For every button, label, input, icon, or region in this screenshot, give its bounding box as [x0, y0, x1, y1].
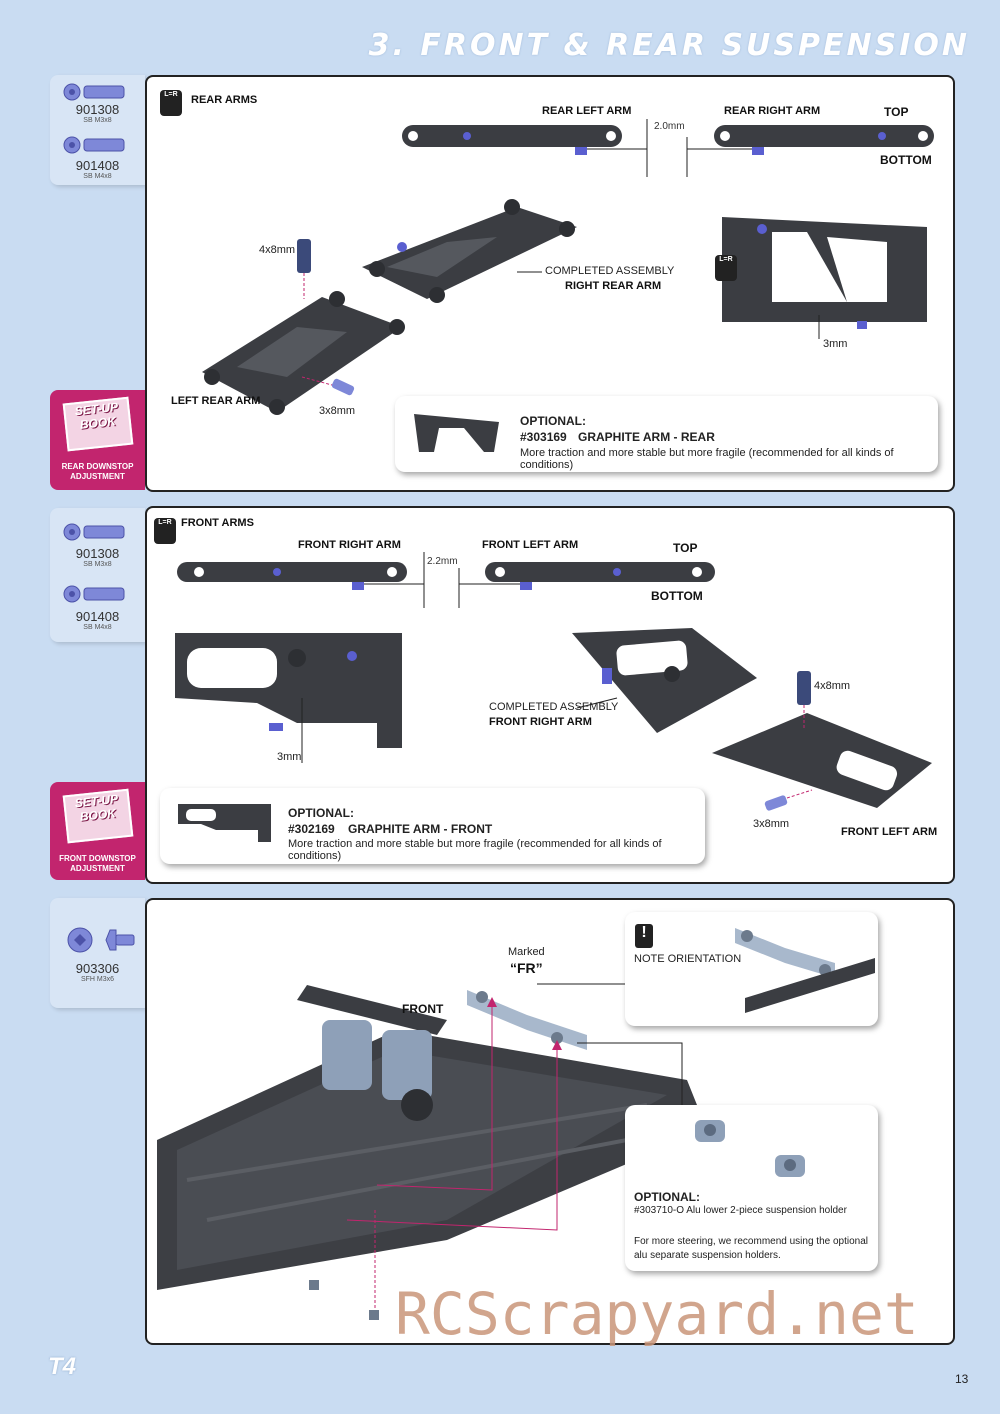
rear-left-arm-label: REAR LEFT ARM: [542, 105, 632, 117]
bottom-label: BOTTOM: [880, 153, 932, 167]
part-desc: SB M3x8: [83, 561, 112, 568]
setup-label: REAR DOWNSTOP ADJUSTMENT: [61, 462, 134, 481]
dimension-3x8: 3x8mm: [753, 818, 790, 830]
parts-tab-holder: 903306 SFH M3x6: [50, 898, 145, 1008]
page-number: 13: [955, 1372, 969, 1386]
front-arms-panel: L=R FRONT ARMS FRONT RIGHT ARM FRONT LEF…: [145, 506, 955, 884]
part-desc: SB M4x8: [83, 624, 112, 631]
right-rear-arm-label: RIGHT REAR ARM: [565, 280, 662, 292]
part-desc: SB M3x8: [83, 117, 112, 124]
front-label: FRONT: [402, 1002, 444, 1016]
holder-panel: Marked “FR” FRONT ! NOTE ORIENTATION OPT…: [145, 898, 955, 1345]
dimension-3: 3mm: [823, 338, 848, 350]
graphite-arm-icon: [178, 804, 271, 842]
bottom-label: BOTTOM: [651, 589, 703, 603]
rear-right-arm-label: REAR RIGHT ARM: [724, 105, 821, 117]
optional-text: More traction and more stable but more f…: [288, 838, 662, 862]
l-equals-r-icon: L=R: [154, 518, 176, 544]
page-title: 3. FRONT & REAR SUSPENSION: [368, 28, 970, 63]
setup-book-rear: SET-UP BOOK REAR DOWNSTOP ADJUSTMENT: [50, 390, 145, 490]
exclamation-icon: !: [635, 924, 653, 948]
front-right-arm-label: FRONT RIGHT ARM: [489, 716, 592, 728]
l-equals-r-icon: L=R: [715, 255, 737, 281]
t4-logo: T4: [48, 1353, 77, 1380]
section-title: FRONT ARMS: [181, 517, 254, 529]
optional-part-number: #303169: [520, 430, 567, 444]
front-left-arm-label: FRONT LEFT ARM: [841, 826, 938, 838]
optional-callout-holder: OPTIONAL: #303710-O Alu lower 2-piece su…: [625, 1105, 878, 1271]
top-label: TOP: [884, 105, 909, 119]
front-left-arm-label: FRONT LEFT ARM: [482, 539, 579, 551]
part-number: 901408: [75, 609, 120, 624]
fr-marking: “FR”: [510, 960, 543, 976]
section-title: REAR ARMS: [191, 94, 258, 106]
screw-icons: [63, 83, 125, 154]
dimension-4x8: 4x8mm: [259, 244, 296, 256]
optional-heading: OPTIONAL:: [520, 414, 586, 428]
parts-tab-front: 901308 SB M3x8 901408 SB M4x8: [50, 508, 145, 642]
left-rear-arm-label: LEFT REAR ARM: [171, 395, 261, 407]
top-label: TOP: [673, 541, 698, 555]
gap-dimension: 2.0mm: [654, 121, 685, 132]
part-desc: SFH M3x6: [80, 976, 115, 983]
holder-belt-drawing: [735, 928, 875, 1013]
optional-text: For more steering, we recommend using th…: [634, 1236, 869, 1261]
note-callout: ! NOTE ORIENTATION: [625, 912, 878, 1026]
gap-dimension: 2.2mm: [427, 556, 458, 567]
optional-heading: OPTIONAL:: [634, 1190, 700, 1204]
dimension-3x8: 3x8mm: [319, 405, 356, 417]
part-number: 901308: [75, 102, 120, 117]
parts-tab-rear: 901308 SB M3x8 901408 SB M4x8: [50, 75, 145, 185]
part-desc: SB M4x8: [83, 173, 112, 180]
optional-callout-rear: OPTIONAL: #303169 GRAPHITE ARM - REAR Mo…: [395, 396, 938, 472]
marked-label: Marked: [508, 946, 545, 958]
optional-heading: OPTIONAL:: [288, 806, 354, 820]
screw-icons: [63, 523, 125, 603]
part-number: 903306: [75, 961, 120, 976]
dimension-4x8: 4x8mm: [814, 680, 851, 692]
setup-book-icon: SET-UP BOOK: [62, 396, 133, 452]
optional-part: #303710-O Alu lower 2-piece suspension h…: [634, 1205, 847, 1216]
optional-part-name: GRAPHITE ARM - REAR: [578, 430, 715, 444]
setup-book-front: SET-UP BOOK FRONT DOWNSTOP ADJUSTMENT: [50, 782, 145, 880]
front-arms-drawing: [175, 552, 932, 811]
completed-assembly-label: COMPLETED ASSEMBLY: [545, 265, 675, 277]
front-right-arm-label: FRONT RIGHT ARM: [298, 539, 401, 551]
optional-part-number: #302169: [288, 822, 335, 836]
note-orientation-text: NOTE ORIENTATION: [634, 953, 742, 965]
dimension-3: 3mm: [277, 751, 302, 763]
optional-text: More traction and more stable but more f…: [520, 447, 894, 471]
completed-assembly-label: COMPLETED ASSEMBLY: [489, 701, 619, 713]
optional-part-name: GRAPHITE ARM - FRONT: [348, 822, 493, 836]
setup-label: FRONT DOWNSTOP ADJUSTMENT: [59, 854, 136, 873]
chassis-drawing: [157, 925, 877, 1320]
graphite-arm-icon: [414, 414, 499, 452]
watermark: RCScrapyard.net: [395, 1280, 919, 1348]
part-number: 901408: [75, 158, 120, 173]
setup-book-icon: SET-UP BOOK: [62, 788, 133, 844]
optional-callout-front: OPTIONAL: #302169 GRAPHITE ARM - FRONT M…: [160, 788, 705, 864]
alu-holder-icons: [695, 1120, 805, 1177]
rear-arms-panel: L=R REAR ARMS REAR LEFT ARM REAR RIGHT A…: [145, 75, 955, 492]
countersunk-screw-icons: [67, 927, 135, 953]
rear-arms-drawing: [202, 119, 934, 415]
l-equals-r-icon: L=R: [160, 90, 182, 116]
part-number: 901308: [75, 546, 120, 561]
